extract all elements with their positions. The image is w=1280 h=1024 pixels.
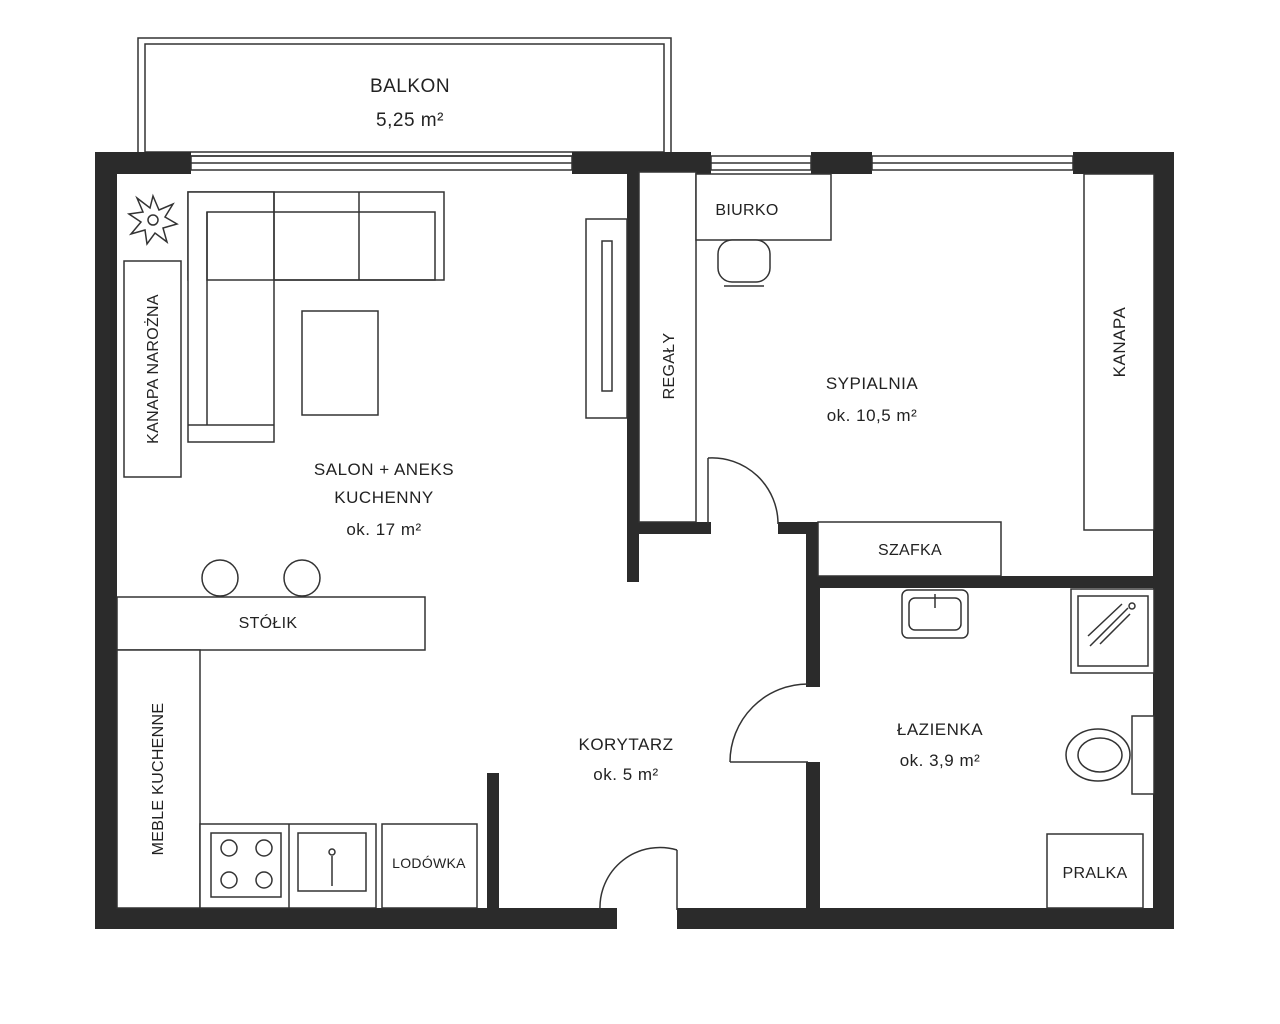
shower-icon	[1070, 588, 1155, 674]
kitchen-counter	[199, 823, 377, 909]
kanapa-label: KANAPA	[1110, 306, 1129, 377]
bar-stool	[201, 559, 239, 597]
szafka-label: SZAFKA	[878, 542, 942, 559]
toilet-icon	[1065, 715, 1155, 795]
pralka	[1046, 833, 1144, 909]
cooktop-icon	[210, 832, 282, 898]
sypialnia-name: SYPIALNIA	[826, 374, 919, 393]
doors	[599, 457, 809, 911]
kanapa-narozna-label: KANAPA NAROŻNA	[143, 294, 162, 444]
biurko	[695, 173, 832, 241]
korytarz-area: ok. 5 m²	[593, 765, 658, 784]
salon-name-line2: KUCHENNY	[334, 488, 433, 507]
kanapa	[1083, 173, 1155, 531]
corner-sofa	[187, 191, 445, 443]
regaly	[638, 171, 697, 523]
coffee-table	[301, 310, 379, 416]
balcony	[137, 37, 672, 157]
kanapa-narozna	[123, 260, 182, 478]
pralka-label: PRALKA	[1063, 865, 1128, 882]
stolik-label: STÓŁIK	[239, 613, 298, 632]
bathroom-sink-icon	[901, 589, 969, 639]
balkon-name: BALKON	[370, 76, 450, 97]
lodowka-label: LODÓWKA	[392, 855, 466, 871]
desk-chair	[717, 239, 771, 287]
regaly-label: REGAŁY	[661, 333, 678, 400]
walls	[95, 152, 1174, 929]
tv-cabinet	[585, 218, 628, 419]
salon-name-line1: SALON + ANEKS	[314, 460, 454, 479]
lazienka-area: ok. 3,9 m²	[900, 751, 981, 770]
szafka	[817, 521, 1002, 577]
meble-kuchenne	[116, 649, 201, 909]
windows	[190, 155, 1074, 171]
biurko-label: BIURKO	[715, 202, 778, 219]
bar-stool	[283, 559, 321, 597]
lazienka-name: ŁAZIENKA	[897, 720, 983, 739]
sypialnia-area: ok. 10,5 m²	[827, 406, 918, 425]
salon-area: ok. 17 m²	[346, 520, 421, 539]
stolik	[116, 596, 426, 651]
kitchen-sink-icon	[297, 832, 367, 892]
meble-kuchenne-label: MEBLE KUCHENNE	[150, 703, 167, 856]
balkon-area: 5,25 m²	[376, 110, 444, 131]
korytarz-name: KORYTARZ	[579, 735, 674, 754]
lodowka	[381, 823, 478, 909]
plant-icon	[126, 193, 179, 246]
